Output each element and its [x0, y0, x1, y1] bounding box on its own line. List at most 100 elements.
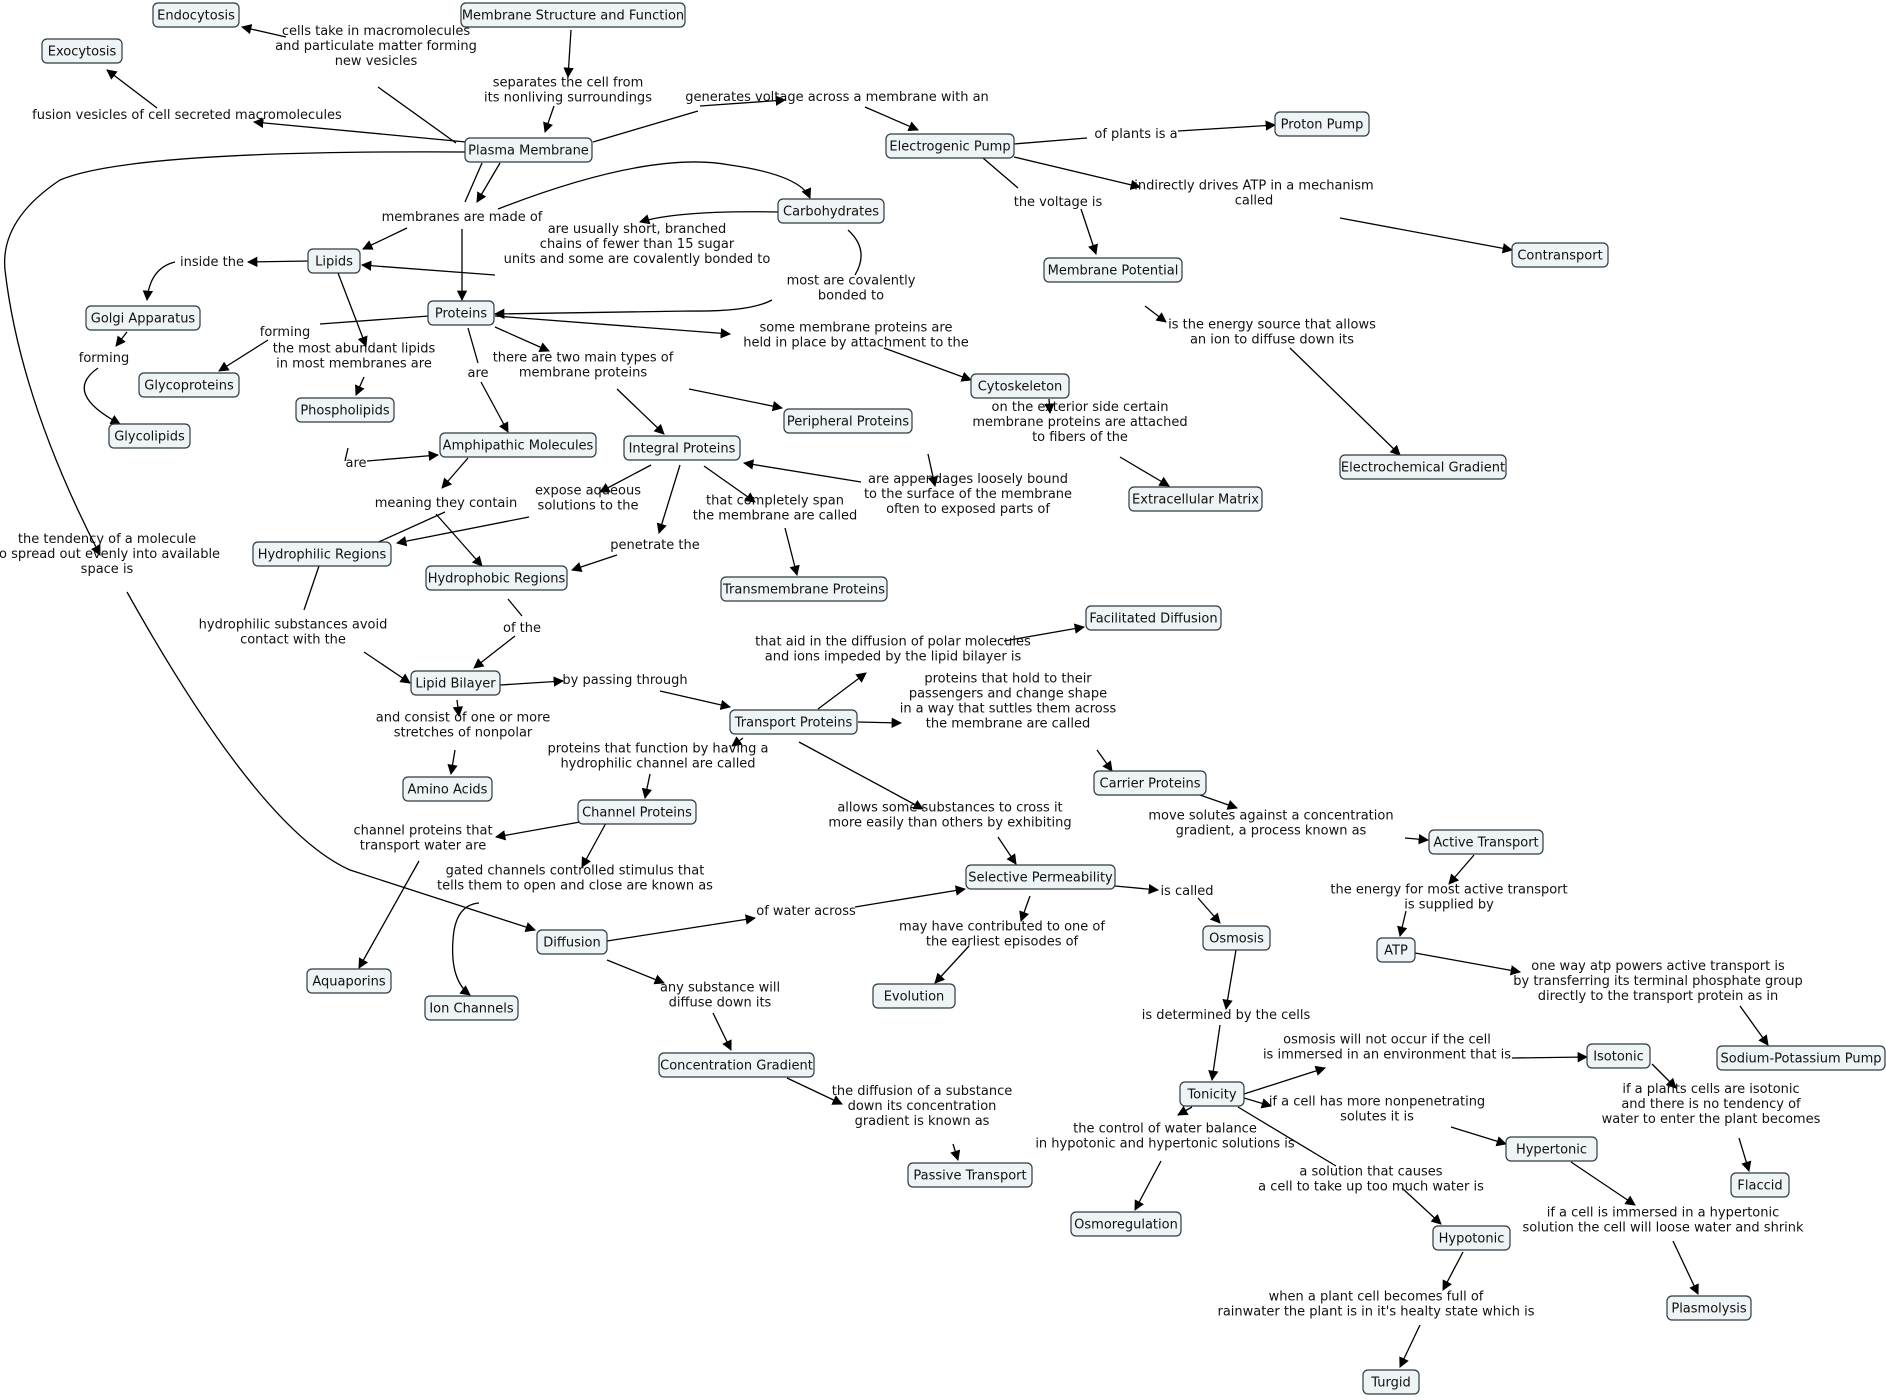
concept-golgi[interactable]: Golgi Apparatus: [85, 305, 201, 331]
concept-box[interactable]: [885, 133, 1015, 159]
concept-isotonic[interactable]: Isotonic: [1586, 1043, 1651, 1069]
concept-plasma-membrane[interactable]: Plasma Membrane: [464, 137, 593, 163]
concept-box[interactable]: [138, 372, 240, 398]
concept-aquaporins[interactable]: Aquaporins: [306, 968, 392, 994]
concept-amino-acids[interactable]: Amino Acids: [402, 776, 493, 802]
concept-carbohydrates[interactable]: Carbohydrates: [777, 198, 885, 224]
concept-lipids[interactable]: Lipids: [307, 248, 361, 274]
concept-box[interactable]: [152, 2, 240, 28]
concept-electrochemical[interactable]: Electrochemical Gradient: [1339, 454, 1507, 480]
concept-na-k-pump[interactable]: Sodium-Potassium Pump: [1716, 1045, 1886, 1071]
concept-box[interactable]: [1093, 770, 1207, 796]
concept-box[interactable]: [1511, 242, 1609, 268]
concept-box[interactable]: [425, 565, 568, 591]
concept-glycoproteins[interactable]: Glycoproteins: [138, 372, 240, 398]
concept-diffusion[interactable]: Diffusion: [536, 929, 608, 955]
concept-active-transport[interactable]: Active Transport: [1428, 829, 1544, 855]
concept-membrane-potential[interactable]: Membrane Potential: [1043, 257, 1183, 283]
concept-box[interactable]: [1085, 605, 1222, 631]
concept-box[interactable]: [410, 670, 501, 696]
concept-hydrophilic[interactable]: Hydrophilic Regions: [252, 541, 392, 567]
concept-atp[interactable]: ATP: [1376, 937, 1416, 963]
concept-box[interactable]: [1376, 937, 1416, 963]
concept-box[interactable]: [402, 776, 493, 802]
concept-exocytosis[interactable]: Exocytosis: [41, 38, 123, 64]
concept-channel[interactable]: Channel Proteins: [577, 799, 697, 825]
concept-box[interactable]: [1274, 111, 1370, 137]
concept-box[interactable]: [1043, 257, 1183, 283]
concept-box[interactable]: [295, 397, 395, 423]
concept-box[interactable]: [427, 300, 495, 326]
concept-transport-proteins[interactable]: Transport Proteins: [729, 709, 858, 735]
concept-box[interactable]: [1070, 1211, 1182, 1237]
concept-box[interactable]: [307, 248, 361, 274]
concept-box[interactable]: [783, 408, 913, 434]
concept-box[interactable]: [439, 432, 597, 458]
concept-box[interactable]: [536, 929, 608, 955]
concept-membrane-structure[interactable]: Membrane Structure and Function: [460, 2, 686, 28]
concept-box[interactable]: [306, 968, 392, 994]
concept-box[interactable]: [464, 137, 593, 163]
concept-box[interactable]: [1716, 1045, 1886, 1071]
concept-box[interactable]: [424, 995, 519, 1021]
concept-passive[interactable]: Passive Transport: [907, 1162, 1033, 1188]
concept-hydrophobic[interactable]: Hydrophobic Regions: [425, 565, 568, 591]
concept-box[interactable]: [970, 373, 1070, 399]
concept-osmoregulation[interactable]: Osmoregulation: [1070, 1211, 1182, 1237]
concept-hypertonic[interactable]: Hypertonic: [1505, 1136, 1598, 1162]
concept-contransport[interactable]: Contransport: [1511, 242, 1609, 268]
concept-glycolipids[interactable]: Glycolipids: [108, 423, 191, 449]
concept-box[interactable]: [1432, 1225, 1511, 1251]
concept-box[interactable]: [85, 305, 201, 331]
concept-cytoskeleton[interactable]: Cytoskeleton: [970, 373, 1070, 399]
concept-box[interactable]: [623, 435, 741, 461]
concept-plasmolysis[interactable]: Plasmolysis: [1666, 1295, 1752, 1321]
concept-proteins[interactable]: Proteins: [427, 300, 495, 326]
concept-amphipathic[interactable]: Amphipathic Molecules: [439, 432, 597, 458]
concept-proton-pump[interactable]: Proton Pump: [1274, 111, 1370, 137]
concept-box[interactable]: [872, 983, 956, 1009]
concept-box[interactable]: [907, 1162, 1033, 1188]
concept-box[interactable]: [1428, 829, 1544, 855]
concept-selective[interactable]: Selective Permeability: [965, 864, 1116, 890]
concept-box[interactable]: [658, 1052, 815, 1078]
concept-box[interactable]: [729, 709, 858, 735]
concept-box[interactable]: [720, 576, 888, 602]
concept-carrier[interactable]: Carrier Proteins: [1093, 770, 1207, 796]
concept-hypotonic[interactable]: Hypotonic: [1432, 1225, 1511, 1251]
concept-box[interactable]: [1339, 454, 1507, 480]
concept-electrogenic-pump[interactable]: Electrogenic Pump: [885, 133, 1015, 159]
concept-concentration-gradient[interactable]: Concentration Gradient: [658, 1052, 815, 1078]
concept-box[interactable]: [965, 864, 1116, 890]
concept-box[interactable]: [1586, 1043, 1651, 1069]
concept-box[interactable]: [1362, 1369, 1420, 1395]
concept-box[interactable]: [1505, 1136, 1598, 1162]
phrase-line: on the exterior side certain: [992, 400, 1169, 415]
concept-box[interactable]: [577, 799, 697, 825]
concept-box[interactable]: [1128, 486, 1263, 512]
concept-ion-channels[interactable]: Ion Channels: [424, 995, 519, 1021]
concept-evolution[interactable]: Evolution: [872, 983, 956, 1009]
concept-phospholipids[interactable]: Phospholipids: [295, 397, 395, 423]
concept-osmosis[interactable]: Osmosis: [1202, 925, 1271, 951]
concept-box[interactable]: [777, 198, 885, 224]
concept-box[interactable]: [1666, 1295, 1752, 1321]
concept-integral[interactable]: Integral Proteins: [623, 435, 741, 461]
concept-box[interactable]: [1179, 1081, 1245, 1107]
concept-transmembrane[interactable]: Transmembrane Proteins: [720, 576, 888, 602]
concept-box[interactable]: [41, 38, 123, 64]
concept-ecm[interactable]: Extracellular Matrix: [1128, 486, 1263, 512]
concept-flaccid[interactable]: Flaccid: [1730, 1172, 1790, 1198]
concept-peripheral[interactable]: Peripheral Proteins: [783, 408, 913, 434]
concept-box[interactable]: [1730, 1172, 1790, 1198]
concept-lipid-bilayer[interactable]: Lipid Bilayer: [410, 670, 501, 696]
concept-box[interactable]: [460, 2, 686, 28]
concept-box[interactable]: [108, 423, 191, 449]
concept-endocytosis[interactable]: Endocytosis: [152, 2, 240, 28]
concept-turgid[interactable]: Turgid: [1362, 1369, 1420, 1395]
concept-facilitated[interactable]: Facilitated Diffusion: [1085, 605, 1222, 631]
concept-tonicity[interactable]: Tonicity: [1179, 1081, 1245, 1107]
concept-box[interactable]: [1202, 925, 1271, 951]
concept-box[interactable]: [252, 541, 392, 567]
